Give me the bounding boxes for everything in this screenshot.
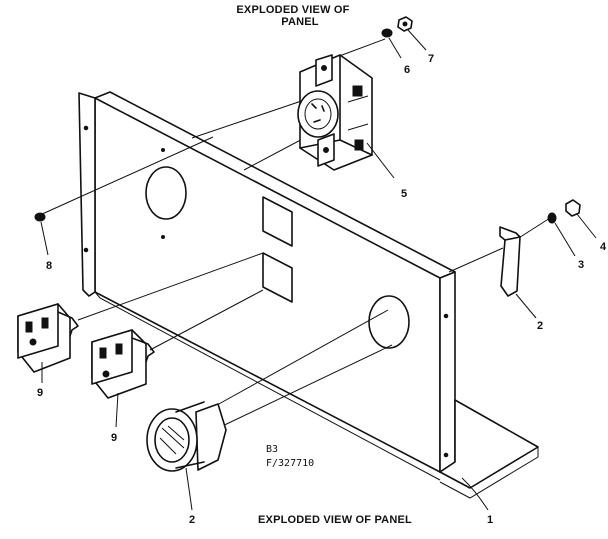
callout-leaders bbox=[40, 29, 597, 511]
panel-square-opening-lower bbox=[262, 252, 293, 303]
receptacle-face-inner bbox=[304, 98, 332, 130]
title-line-2: PANEL bbox=[281, 16, 319, 28]
receptacle-detail bbox=[347, 95, 369, 131]
panel-hole-dot bbox=[161, 235, 165, 239]
leader-7 bbox=[407, 29, 427, 51]
callout-5: 5 bbox=[401, 188, 407, 200]
duplex-receptacle-left bbox=[17, 303, 79, 373]
bracket-body bbox=[499, 226, 521, 297]
outlet-slot bbox=[99, 347, 107, 359]
panel-shelf-edge bbox=[439, 447, 539, 499]
explode-line bbox=[207, 309, 389, 411]
panel-face bbox=[94, 97, 441, 473]
outlet-slot bbox=[41, 317, 49, 329]
panel-hole-dot bbox=[83, 247, 89, 253]
outlet-ground-hole bbox=[29, 338, 37, 346]
twist-lock-receptacle bbox=[297, 54, 373, 171]
ground-bracket bbox=[499, 226, 521, 297]
twist-lock-slot bbox=[311, 103, 325, 123]
bracket-fold bbox=[504, 236, 521, 241]
panel-hole-dot bbox=[443, 313, 449, 319]
explode-line bbox=[448, 247, 504, 273]
title-line-1: EXPLODED VIEW OF bbox=[236, 4, 349, 16]
breaker-face-detail bbox=[159, 425, 185, 455]
callout-2-breaker: 2 bbox=[189, 514, 195, 526]
panel-left-flange bbox=[78, 92, 96, 297]
explode-line bbox=[77, 252, 264, 321]
outlet-ground-hole bbox=[102, 370, 110, 378]
callout-8: 8 bbox=[46, 260, 52, 272]
callout-2-bracket: 2 bbox=[537, 320, 543, 332]
receptacle-strap-hole bbox=[321, 65, 327, 71]
outlet-slot bbox=[115, 343, 123, 355]
breaker-rim bbox=[175, 401, 205, 469]
panel bbox=[78, 91, 539, 499]
leader-5 bbox=[366, 142, 395, 179]
leader-2-breaker bbox=[185, 467, 193, 511]
leader-3 bbox=[554, 222, 576, 257]
panel-square-opening-upper bbox=[262, 196, 293, 247]
panel-bottom-shelf bbox=[439, 399, 539, 489]
panel-right-flange bbox=[439, 271, 456, 473]
screw-head bbox=[34, 212, 46, 222]
explode-line bbox=[149, 289, 264, 351]
receptacle-face bbox=[297, 90, 339, 138]
callout-4: 4 bbox=[600, 241, 607, 253]
panel-hole-right bbox=[368, 295, 410, 349]
lock-washer bbox=[381, 28, 393, 38]
leader-8 bbox=[40, 221, 49, 256]
hardware-right bbox=[547, 199, 581, 224]
outlet-clip bbox=[57, 311, 79, 337]
hex-nut bbox=[565, 199, 581, 217]
panel-hole-upper bbox=[145, 166, 187, 220]
caption: EXPLODED VIEW OF PANEL bbox=[258, 514, 412, 526]
callout-9-left: 9 bbox=[37, 387, 43, 399]
callout-6: 6 bbox=[404, 64, 410, 76]
lock-washer bbox=[547, 212, 557, 224]
callout-9-right: 9 bbox=[111, 432, 117, 444]
explode-line bbox=[213, 344, 393, 431]
explode-line bbox=[243, 134, 311, 171]
screw bbox=[34, 212, 46, 222]
circuit-breaker bbox=[146, 401, 227, 472]
outlet-slot bbox=[25, 321, 33, 333]
panel-bottom-fold bbox=[94, 291, 441, 481]
outlet-clip bbox=[131, 337, 155, 363]
callout-3: 3 bbox=[578, 259, 584, 271]
callout-1: 1 bbox=[487, 514, 493, 526]
breaker-face bbox=[154, 417, 190, 463]
explode-line bbox=[39, 136, 214, 216]
duplex-receptacle-right bbox=[91, 329, 155, 399]
callout-7: 7 bbox=[428, 53, 434, 65]
leader-9-right bbox=[115, 392, 119, 428]
model-code-line-2: F/327710 bbox=[266, 458, 314, 469]
leader-1 bbox=[461, 477, 489, 511]
hardware-top bbox=[381, 16, 413, 38]
panel-hole-dot bbox=[161, 148, 165, 152]
breaker-body bbox=[195, 403, 227, 471]
panel-hole-dot bbox=[83, 125, 89, 131]
receptacle-terminal bbox=[352, 85, 363, 97]
explode-lines bbox=[39, 38, 551, 431]
leader-6 bbox=[388, 37, 402, 59]
panel-hole-dot bbox=[443, 452, 449, 458]
leader-4 bbox=[576, 213, 597, 239]
model-code-line-1: B3 bbox=[266, 444, 278, 455]
explode-line bbox=[333, 38, 386, 59]
leader-2-bracket bbox=[515, 293, 537, 319]
receptacle-strap-hole bbox=[323, 147, 329, 153]
hex-nut-hole bbox=[402, 21, 408, 27]
receptacle-terminal bbox=[354, 139, 364, 151]
